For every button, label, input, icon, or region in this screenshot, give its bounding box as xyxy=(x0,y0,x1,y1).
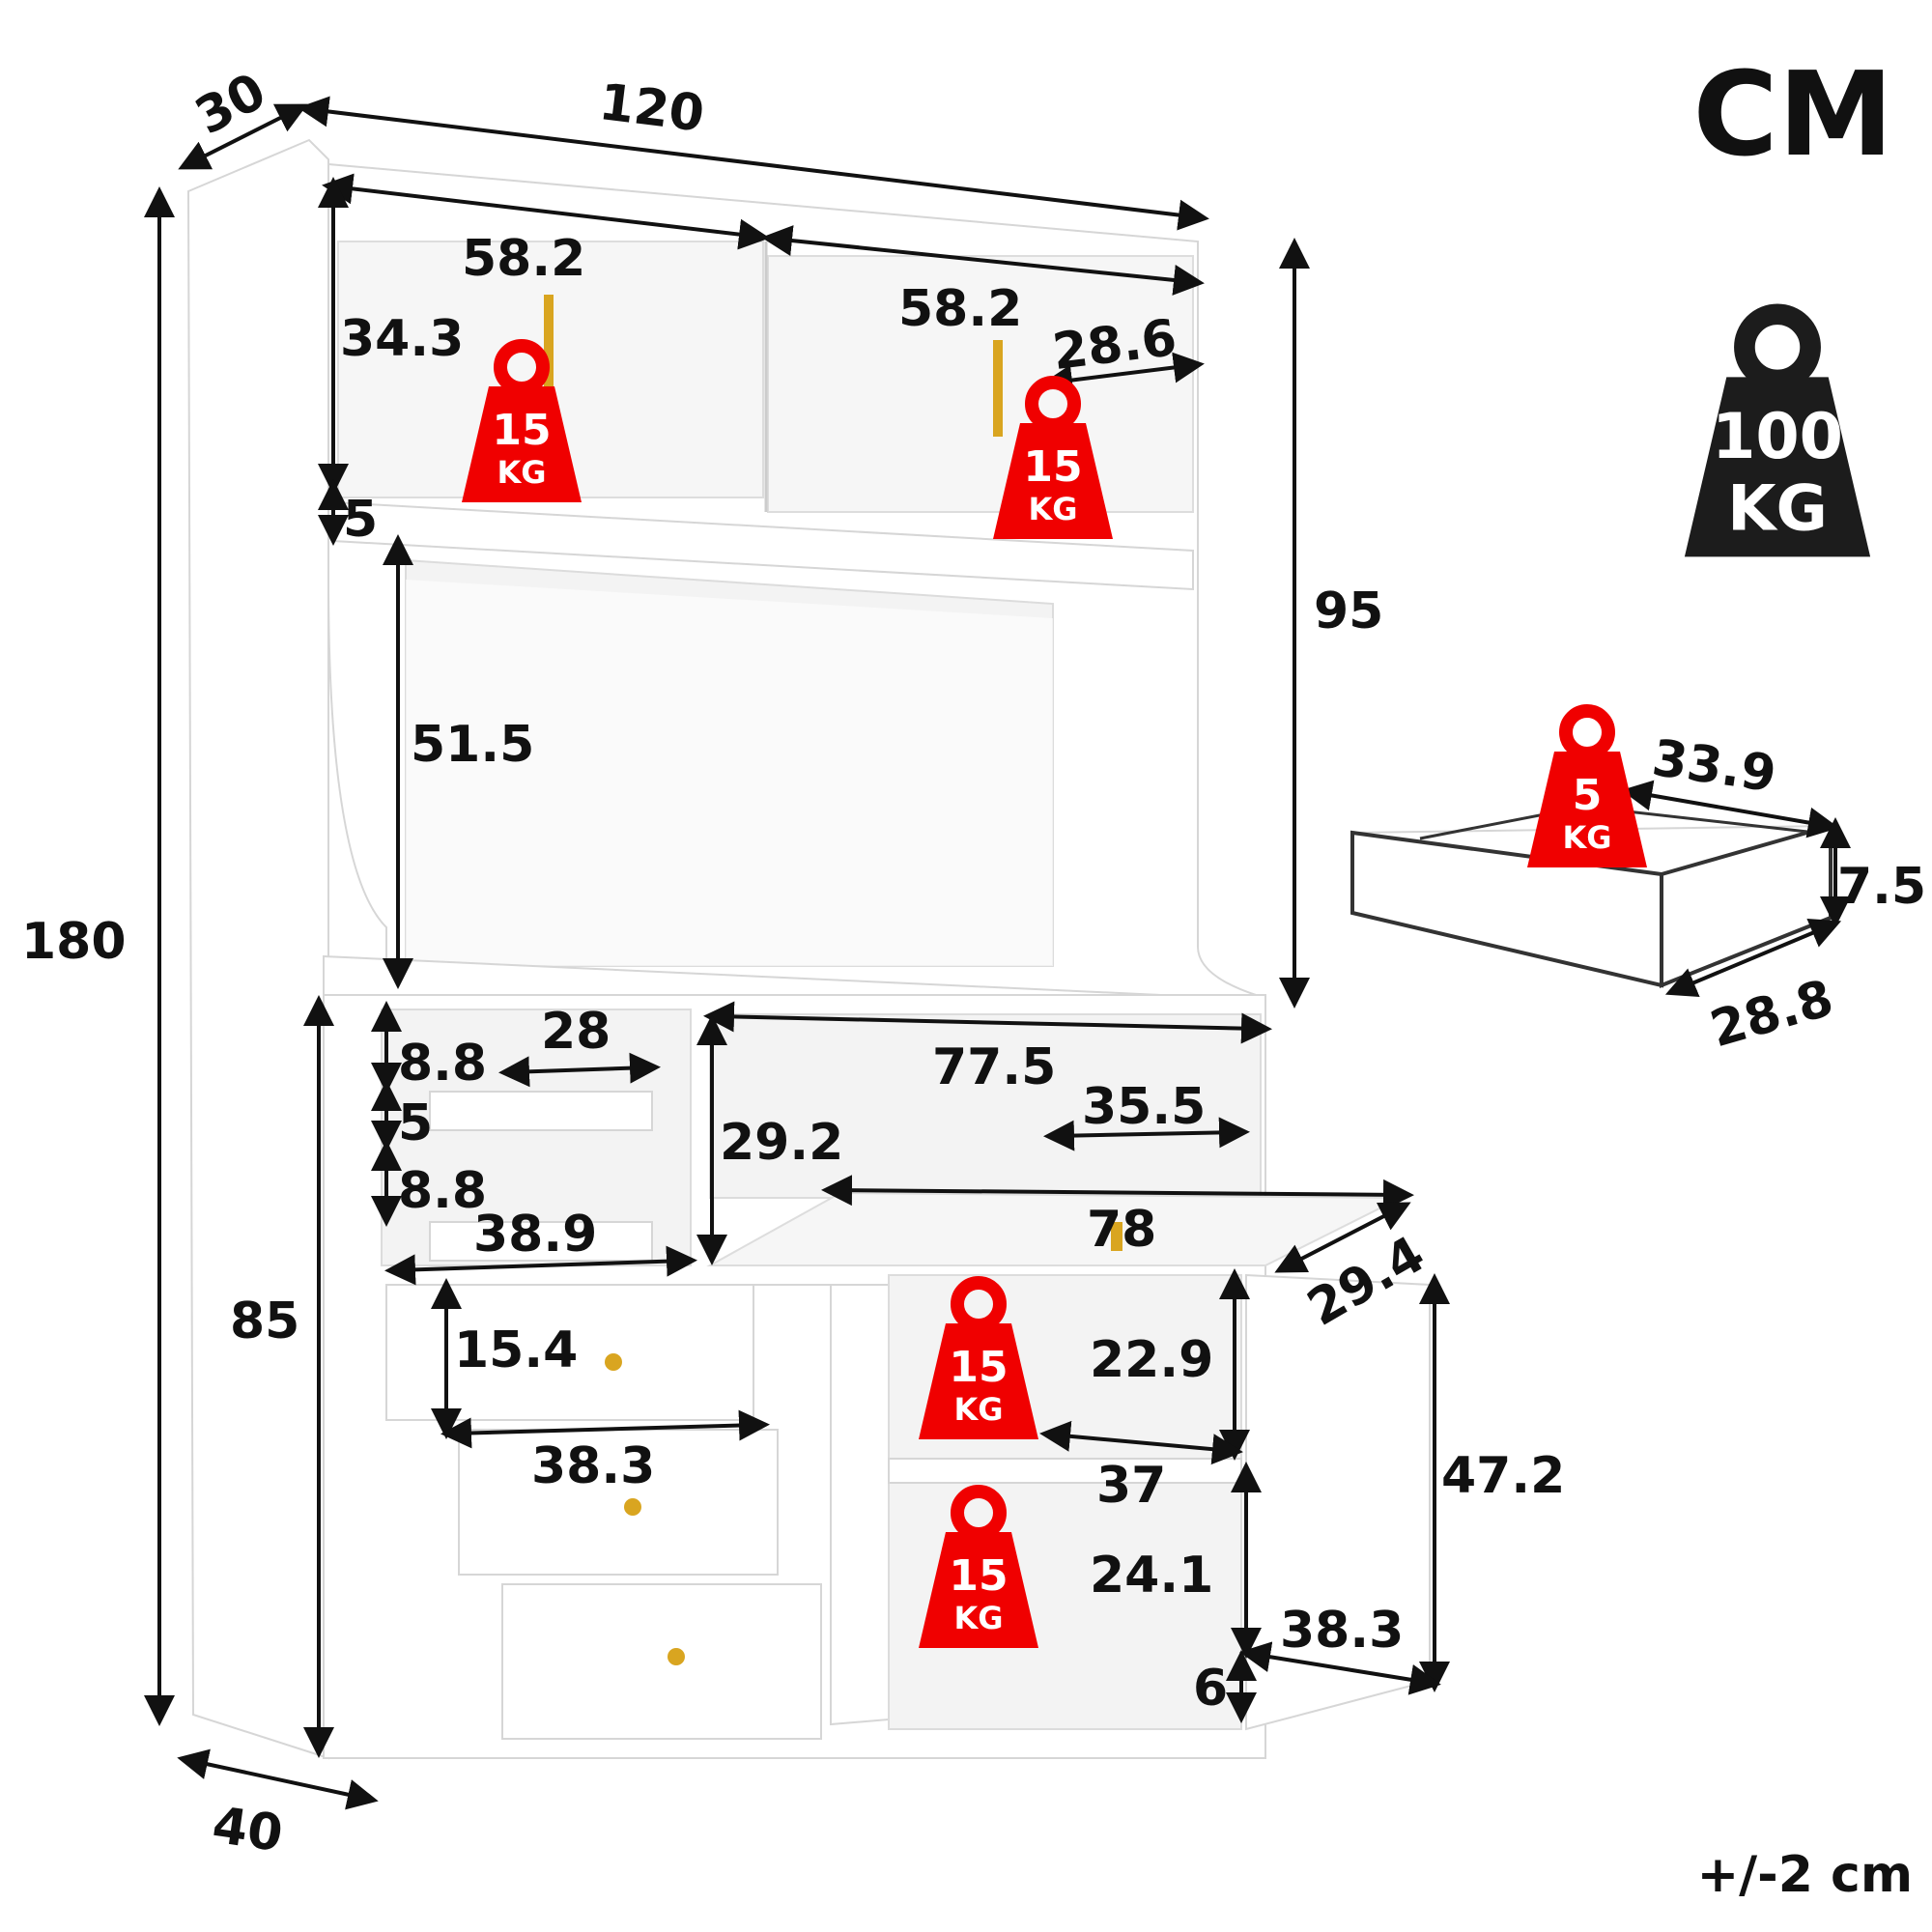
right-cabinet-door[interactable] xyxy=(1245,1273,1431,1731)
weight-icon: 15 KG xyxy=(462,346,582,502)
svg-text:15: 15 xyxy=(1023,442,1082,492)
dim-drawer-detail-height: 7.5 xyxy=(1837,858,1926,916)
dim-drawer-detail-width: 33.9 xyxy=(1649,729,1779,804)
drawer-2[interactable] xyxy=(458,1429,779,1576)
svg-text:100: 100 xyxy=(1712,401,1843,473)
dim-upper-gap: 5 xyxy=(343,491,378,549)
drawer-knob[interactable] xyxy=(624,1498,641,1516)
weight-icon: 15 KG xyxy=(919,1283,1038,1439)
dim-shelf-bottom-height: 24.1 xyxy=(1090,1547,1213,1605)
svg-text:5: 5 xyxy=(1573,771,1603,820)
dim-wine-section-width: 38.9 xyxy=(473,1206,597,1264)
dim-shelf-width: 37 xyxy=(1096,1457,1166,1515)
dim-wine-slot-bottom: 8.8 xyxy=(398,1162,487,1220)
dim-microwave-width: 77.5 xyxy=(932,1038,1056,1096)
dim-drawer-height: 15.4 xyxy=(454,1321,578,1379)
cabinet-illustration xyxy=(186,138,1431,1760)
svg-text:KG: KG xyxy=(497,454,546,491)
dim-cabinet-door-width: 38.3 xyxy=(1280,1602,1404,1660)
drawer-3[interactable] xyxy=(501,1583,822,1740)
dim-wine-width: 28 xyxy=(541,1003,611,1061)
door-handle[interactable] xyxy=(544,295,554,391)
dim-total-height: 180 xyxy=(21,913,127,971)
svg-text:15: 15 xyxy=(949,1551,1008,1601)
drawer-knob[interactable] xyxy=(668,1648,685,1665)
tolerance-label: +/-2 cm xyxy=(1697,1846,1913,1904)
dim-shelf-top-height: 22.9 xyxy=(1090,1331,1213,1389)
drawer-icon xyxy=(1350,780,1851,998)
weight-icon: 5 KG xyxy=(1527,711,1647,867)
dim-upper-door-left: 58.2 xyxy=(462,230,585,288)
svg-text:KG: KG xyxy=(953,1391,1003,1428)
dim-cabinet-door-height: 47.2 xyxy=(1441,1447,1565,1505)
dim-flip-door-width: 78 xyxy=(1087,1201,1156,1259)
dim-wine-slot-top: 8.8 xyxy=(398,1035,487,1093)
dim-depth-top: 30 xyxy=(186,63,275,147)
dim-microwave-depth: 35.5 xyxy=(1082,1078,1206,1136)
dim-microwave-height: 29.2 xyxy=(720,1114,843,1172)
drawer-knob[interactable] xyxy=(605,1353,622,1371)
svg-text:15: 15 xyxy=(949,1343,1008,1392)
dim-open-shelf-height: 51.5 xyxy=(411,716,534,774)
dim-upper-door-right: 58.2 xyxy=(898,280,1022,338)
svg-text:KG: KG xyxy=(1727,473,1828,546)
dim-base-depth: 40 xyxy=(209,1797,286,1863)
dim-hutch-height: 95 xyxy=(1314,582,1383,640)
door-handle[interactable] xyxy=(993,340,1003,437)
dim-wine-gap: 5 xyxy=(398,1094,433,1152)
svg-text:KG: KG xyxy=(1562,819,1611,856)
svg-text:KG: KG xyxy=(953,1600,1003,1636)
svg-text:KG: KG xyxy=(1028,491,1077,527)
unit-label: CM xyxy=(1693,48,1893,183)
dim-drawer-width: 38.3 xyxy=(531,1437,655,1495)
dim-drawer-detail-depth: 28.8 xyxy=(1704,969,1839,1059)
svg-text:15: 15 xyxy=(492,406,551,455)
dimension-lines xyxy=(144,96,1450,1810)
dim-upper-height: 34.3 xyxy=(340,310,464,368)
weight-icon: 15 KG xyxy=(993,383,1113,539)
dim-bottom-gap: 6 xyxy=(1193,1660,1228,1718)
weight-icon: 100 KG xyxy=(1685,314,1870,556)
weight-icon: 15 KG xyxy=(919,1492,1038,1648)
dim-base-height: 85 xyxy=(230,1293,299,1350)
dim-width-total: 120 xyxy=(596,73,707,144)
